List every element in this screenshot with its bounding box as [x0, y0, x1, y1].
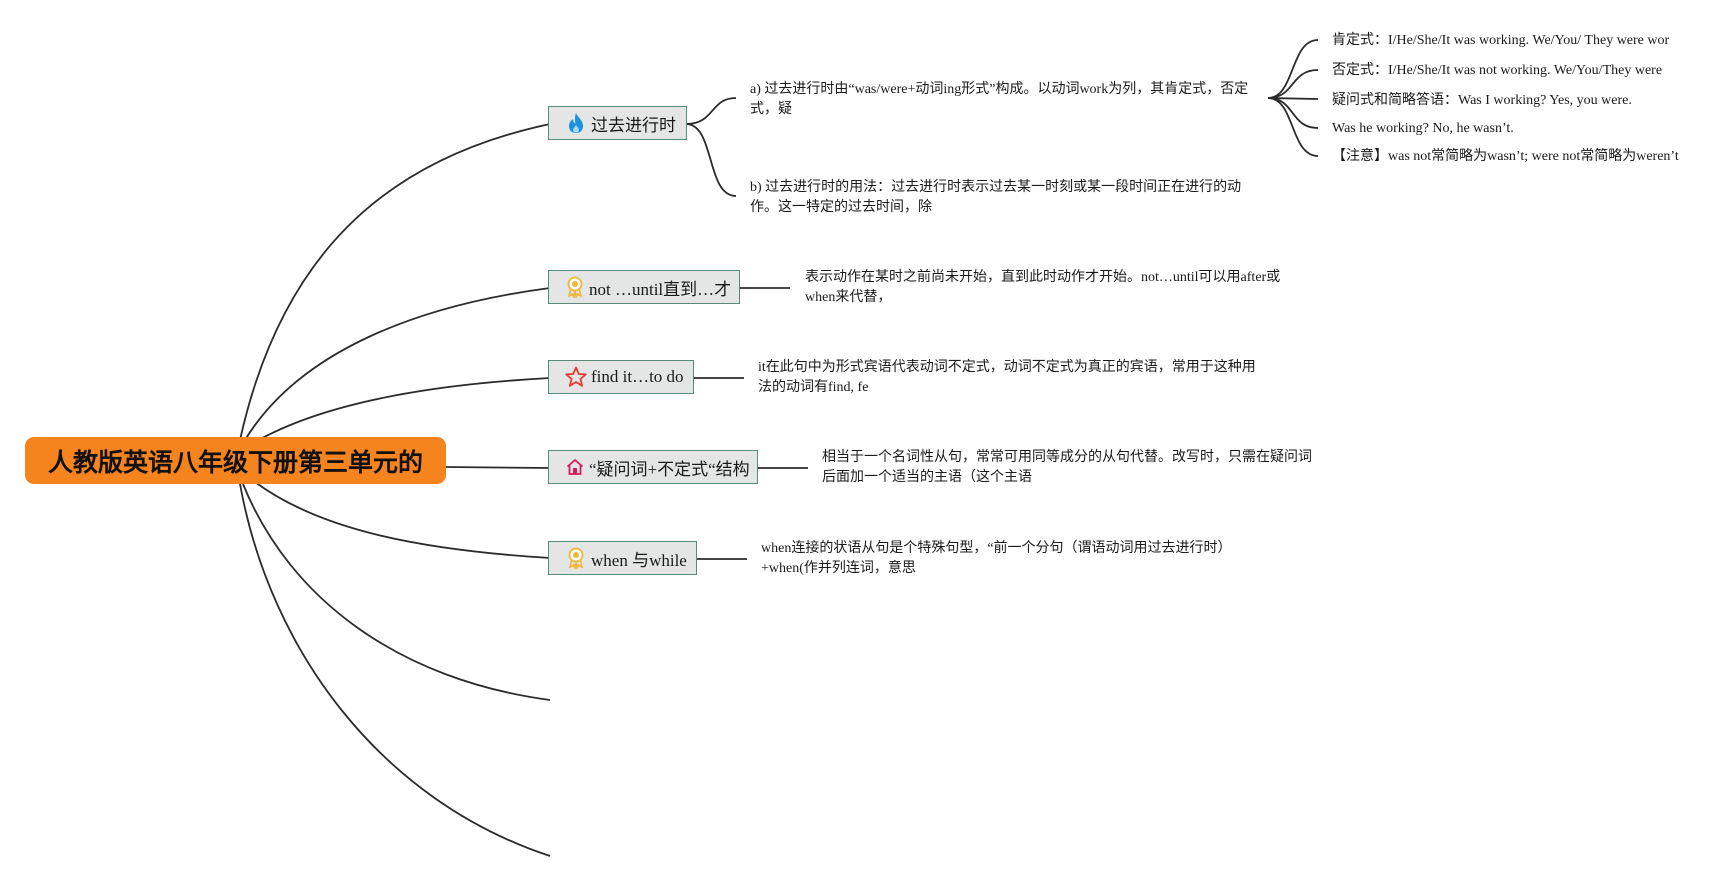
- connector-note-a-form-2: [1267, 69, 1319, 99]
- topic-past-continuous[interactable]: 过去进行时: [548, 106, 687, 140]
- connector-root-topic-4: [445, 466, 551, 469]
- connector-root-topic-2: [244, 287, 551, 441]
- connector-root-empty-1: [242, 483, 551, 701]
- connector-root-empty-2: [239, 483, 551, 857]
- topic-label: 过去进行时: [591, 115, 676, 135]
- topic-when-while[interactable]: when 与while: [548, 541, 697, 575]
- note-not-until: 表示动作在某时之前尚未开始，直到此时动作才开始。not…until可以用afte…: [805, 270, 1281, 305]
- connector-topic-1-note-a: [685, 97, 737, 125]
- topic-question-word-infinitive[interactable]: “疑问词+不定式“结构: [548, 450, 758, 484]
- star-icon: [565, 365, 587, 389]
- form-affirmative: 肯定式：I/He/She/It was working. We/You/ The…: [1332, 33, 1670, 48]
- connector-root-topic-1: [239, 123, 551, 441]
- fire-icon: [565, 111, 587, 135]
- root-title: 人教版英语八年级下册第三单元的: [47, 447, 423, 477]
- award-badge-icon: [565, 275, 585, 299]
- topic-label: “疑问词+不定式“结构: [589, 459, 750, 479]
- connector-root-topic-5: [254, 481, 551, 559]
- note-structure: a) 过去进行时由“was/were+动词ing形式”构成。以动词work为列，…: [750, 82, 1249, 117]
- topic-find-it-to-do[interactable]: find it…to do: [548, 360, 694, 394]
- connector-note-a-form-1: [1267, 39, 1319, 99]
- note-find-it: it在此句中为形式宾语代表动词不定式，动词不定式为真正的宾语，常用于这种用法的动…: [758, 360, 1256, 395]
- topic-label: find it…to do: [591, 367, 684, 386]
- award-badge-icon: [565, 546, 587, 570]
- form-negative: 否定式：I/He/She/It was not working. We/You/…: [1332, 63, 1663, 78]
- form-question-example: Was he working? No, he wasn’t.: [1332, 121, 1514, 136]
- topic-label: when 与while: [591, 550, 687, 570]
- root-topic[interactable]: 人教版英语八年级下册第三单元的: [25, 437, 446, 484]
- connector-note-a-form-3: [1267, 97, 1319, 100]
- connector-note-a-form-4: [1267, 97, 1319, 129]
- note-question-word: 相当于一个名词性从句，常常可用同等成分的从句代替。改写时，只需在疑问词后面加一个…: [822, 450, 1312, 485]
- note-when-while: when连接的状语从句是个特殊句型，“前一个分句（谓语动词用过去进行时）+whe…: [761, 541, 1232, 576]
- home-icon: [565, 455, 585, 479]
- note-usage: b) 过去进行时的用法：过去进行时表示过去某一时刻或某一段时间正在进行的动作。这…: [750, 180, 1242, 215]
- topic-label: not …until直到…才: [589, 279, 732, 299]
- topic-not-until[interactable]: not …until直到…才: [548, 270, 740, 304]
- connector-note-a-form-5: [1267, 97, 1319, 157]
- connector-topic-1-note-b: [685, 123, 737, 197]
- form-attention: 【注意】was not常简略为wasn’t; were not常简略为weren…: [1332, 149, 1679, 164]
- form-question: 疑问式和简略答语：Was I working? Yes, you were.: [1332, 93, 1632, 108]
- connector-root-topic-3: [254, 377, 551, 443]
